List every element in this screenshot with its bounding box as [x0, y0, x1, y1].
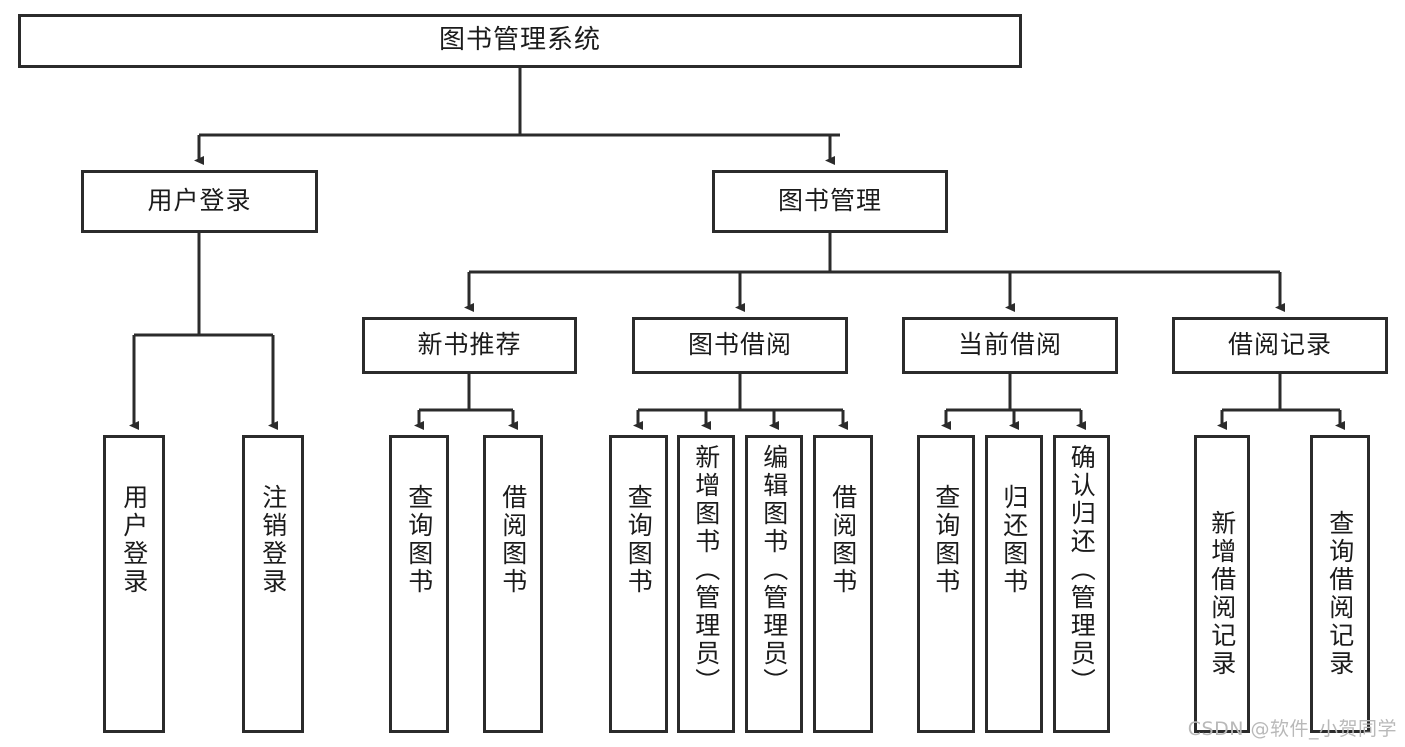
node-user-login[interactable]: 用户登录: [81, 170, 318, 233]
node-leaf-edit-book[interactable]: 编辑图书（管理员）: [745, 435, 803, 733]
node-leaf-add-record-label: 新增借阅记录: [1207, 510, 1237, 678]
node-leaf-user-login[interactable]: 用户登录: [103, 435, 165, 733]
node-leaf-query-record[interactable]: 查询借阅记录: [1310, 435, 1370, 733]
node-leaf-return-book[interactable]: 归还图书: [985, 435, 1043, 733]
node-leaf-query-book-rec-label: 查询图书: [404, 484, 434, 596]
node-leaf-query-record-label: 查询借阅记录: [1325, 510, 1355, 678]
node-book-borrow-label: 图书借阅: [687, 330, 792, 360]
node-leaf-add-record[interactable]: 新增借阅记录: [1194, 435, 1250, 733]
node-leaf-confirm-return[interactable]: 确认归还（管理员）: [1053, 435, 1110, 733]
node-book-manage-label: 图书管理: [777, 186, 882, 216]
node-leaf-query-book-rec[interactable]: 查询图书: [389, 435, 449, 733]
node-leaf-borrow-book-label: 借阅图书: [828, 484, 858, 596]
node-leaf-user-login-label: 用户登录: [119, 484, 149, 596]
node-root-label: 图书管理系统: [438, 25, 601, 56]
csdn-watermark: CSDN @软件_小贺同学: [1187, 718, 1397, 740]
node-leaf-borrow-book-rec[interactable]: 借阅图书: [483, 435, 543, 733]
node-leaf-user-logout[interactable]: 注销登录: [242, 435, 304, 733]
node-leaf-confirm-return-label: 确认归还（管理员）: [1067, 444, 1097, 696]
node-book-manage[interactable]: 图书管理: [712, 170, 948, 233]
node-leaf-add-book-label: 新增图书（管理员）: [691, 444, 721, 696]
node-leaf-return-book-label: 归还图书: [999, 484, 1029, 596]
node-leaf-borrow-book[interactable]: 借阅图书: [813, 435, 873, 733]
node-user-login-label: 用户登录: [147, 186, 252, 216]
node-borrow-record[interactable]: 借阅记录: [1172, 317, 1388, 374]
node-leaf-edit-book-label: 编辑图书（管理员）: [759, 444, 789, 696]
node-leaf-query-book-cur[interactable]: 查询图书: [917, 435, 975, 733]
node-current-borrow[interactable]: 当前借阅: [902, 317, 1118, 374]
node-leaf-query-book-borrow-label: 查询图书: [624, 484, 654, 596]
node-new-book-rec[interactable]: 新书推荐: [362, 317, 577, 374]
node-current-borrow-label: 当前借阅: [957, 330, 1062, 360]
node-new-book-rec-label: 新书推荐: [417, 330, 522, 360]
node-leaf-borrow-book-rec-label: 借阅图书: [498, 484, 528, 596]
node-leaf-add-book[interactable]: 新增图书（管理员）: [677, 435, 735, 733]
node-borrow-record-label: 借阅记录: [1227, 330, 1332, 360]
node-leaf-user-logout-label: 注销登录: [258, 484, 288, 596]
node-root[interactable]: 图书管理系统: [18, 14, 1022, 68]
node-leaf-query-book-cur-label: 查询图书: [931, 484, 961, 596]
node-leaf-query-book-borrow[interactable]: 查询图书: [609, 435, 668, 733]
node-book-borrow[interactable]: 图书借阅: [632, 317, 848, 374]
